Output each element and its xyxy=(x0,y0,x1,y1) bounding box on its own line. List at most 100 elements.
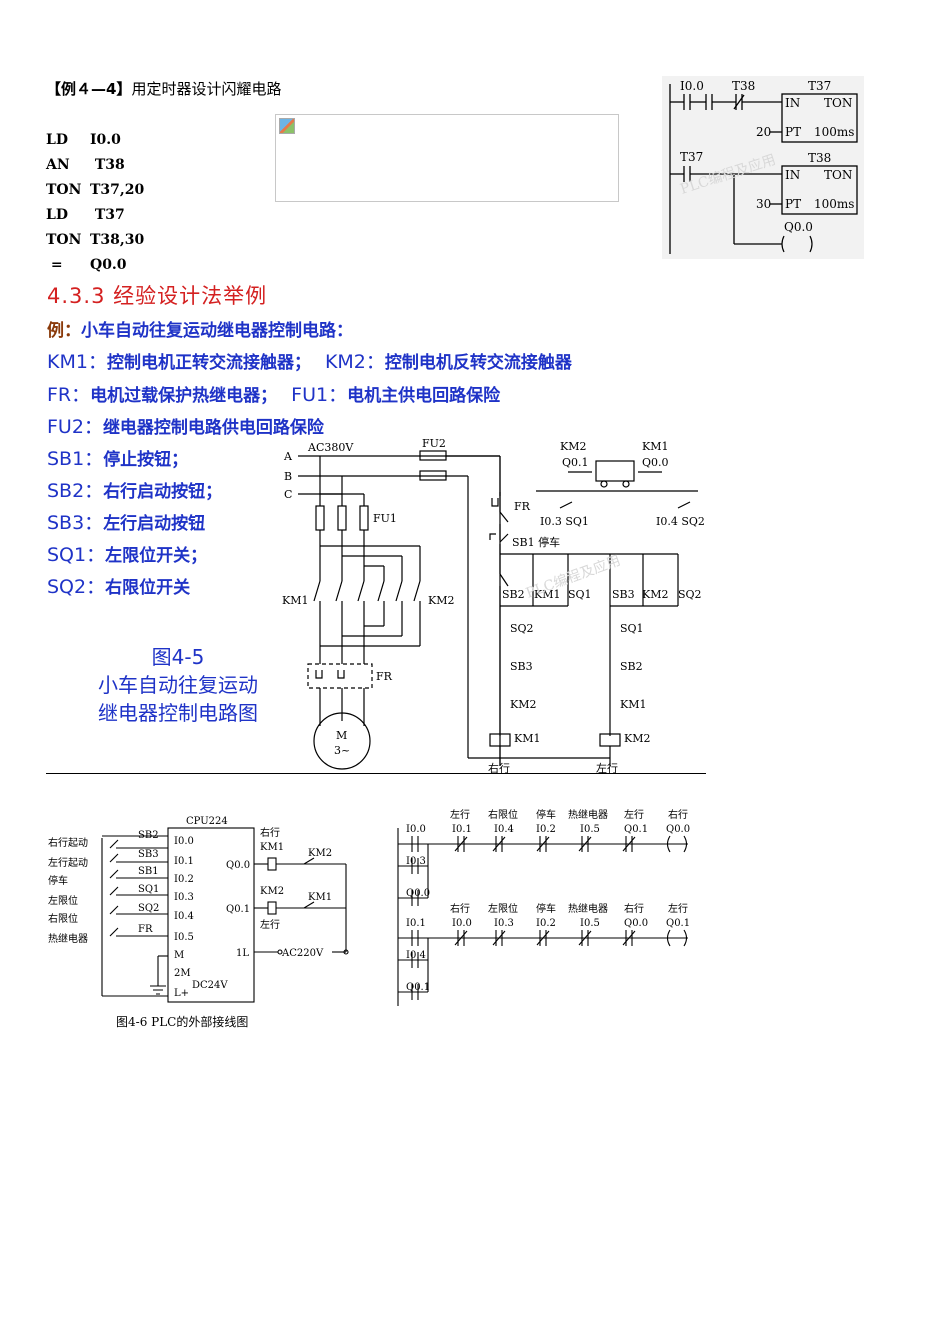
timer-type: TON xyxy=(824,168,852,182)
timer-name: T37 xyxy=(808,79,831,93)
km1-contact: KM1 xyxy=(534,588,560,601)
rung1-head: 左行 xyxy=(450,808,470,821)
rung1-addr: I0.5 xyxy=(580,824,600,835)
rung2-addr: Q0.1 xyxy=(666,918,690,929)
km1-coil: KM1 xyxy=(514,732,540,745)
ac-supply: AC220V xyxy=(281,948,324,959)
km2-label: KM2 xyxy=(428,594,454,607)
km1-interlock: KM1 xyxy=(620,698,646,711)
input-i00: I0.0 xyxy=(174,836,194,847)
figure-4-5-caption: 图4-5 小车自动往复运动 继电器控制电路图 xyxy=(98,645,258,725)
rung1-head: 右行 xyxy=(668,808,688,821)
desc-line: 例：小车自动往复运动继电器控制电路： xyxy=(47,321,353,341)
rung1-addr: I0.1 xyxy=(452,824,472,835)
cpu-model: CPU224 xyxy=(186,816,228,827)
sq2-contact: SQ2 xyxy=(678,588,702,601)
cart-q01: Q0.1 xyxy=(562,456,589,469)
sb3-label: SB3 xyxy=(612,588,635,601)
plc-wiring-diagram: CPU224 I0.0 I0.1 I0.2 I0.3 I0.4 I0.5 M 2… xyxy=(48,816,349,1029)
motor-phase: 3~ xyxy=(334,744,350,757)
rung2-head: 右行 xyxy=(624,902,644,915)
example-title: 用定时器设计闪耀电路 xyxy=(131,80,282,98)
rung1-addr: Q0.0 xyxy=(666,824,690,835)
rung2-head: 停车 xyxy=(536,902,556,915)
relay-circuit-diagram: A B C AC380V FU2 FU1 KM1 KM2 FR M 3~ KM2… xyxy=(282,437,705,775)
switch-label: SB3 xyxy=(138,849,159,860)
contact-label: I0.0 xyxy=(680,79,704,93)
rung2-left: Q0.1 xyxy=(406,982,430,993)
right-label: 右行 xyxy=(260,826,280,839)
sq2-series: SQ2 xyxy=(510,622,534,635)
supply-voltage: AC380V xyxy=(307,441,354,454)
km2-interlock: KM2 xyxy=(308,848,332,859)
rung1-left: Q0.0 xyxy=(406,888,430,899)
broken-image-icon xyxy=(279,118,295,134)
output-label: Q0.0 xyxy=(784,220,813,234)
timer-in: IN xyxy=(785,96,800,110)
rung2-addr: Q0.0 xyxy=(624,918,648,929)
divider xyxy=(46,773,706,774)
timer-base: 100ms xyxy=(814,125,854,139)
sq2-limit: I0.4 SQ2 xyxy=(656,515,705,528)
rung2-head: 左限位 xyxy=(488,902,518,915)
rung2-head: 右行 xyxy=(450,902,470,915)
cart-km1: KM1 xyxy=(642,440,668,453)
km2-interlock: KM2 xyxy=(510,698,536,711)
km1-coil: KM1 xyxy=(260,842,284,853)
code-line: LD T37 xyxy=(46,207,125,223)
switch-label: SQ2 xyxy=(138,903,159,914)
input-i05: I0.5 xyxy=(174,932,194,943)
sq1-series: SQ1 xyxy=(620,622,644,635)
km1-label: KM1 xyxy=(282,594,308,607)
rung1-head: 停车 xyxy=(536,808,556,821)
rung1-addr: Q0.1 xyxy=(624,824,648,835)
code-line: AN T38 xyxy=(46,157,125,173)
dc-supply: DC24V xyxy=(192,980,228,991)
input-i01: I0.1 xyxy=(174,856,194,867)
desc-line: SQ2：右限位开关 xyxy=(47,576,191,598)
left-label: 左行 xyxy=(260,918,280,931)
motor-label: M xyxy=(336,729,347,742)
rung1-left: I0.3 xyxy=(406,856,426,867)
phase-a: A xyxy=(283,450,293,463)
contact-label: T37 xyxy=(680,150,703,164)
broken-image-placeholder xyxy=(275,114,619,202)
contact-label: T38 xyxy=(732,79,755,93)
km1-interlock: KM1 xyxy=(308,892,332,903)
sb1-label: SB1 停车 xyxy=(512,535,560,549)
cart-q00: Q0.0 xyxy=(642,456,669,469)
km2-coil: KM2 xyxy=(260,886,284,897)
fr-label: FR xyxy=(376,670,393,683)
fu1-label: FU1 xyxy=(373,512,397,525)
rung1-addr: I0.4 xyxy=(494,824,514,835)
code-line: =Q0.0 xyxy=(46,257,127,273)
sb3-series: SB3 xyxy=(510,660,533,673)
switch-label: SQ1 xyxy=(138,884,159,895)
input-label: 右行起动 xyxy=(48,836,88,849)
preset-value: 20 xyxy=(756,125,771,139)
fu2-label: FU2 xyxy=(422,437,446,450)
switch-label: SB2 xyxy=(138,830,159,841)
timer-name: T38 xyxy=(808,151,831,165)
phase-b: B xyxy=(284,470,292,483)
km2-coil: KM2 xyxy=(624,732,650,745)
rung2-addr: I0.2 xyxy=(536,918,556,929)
terminal-lplus: L+ xyxy=(174,988,189,999)
input-label: 停车 xyxy=(48,874,68,887)
example-number: 【例４—4】 xyxy=(46,80,132,98)
figure-4-6-caption: 图4-6 PLC的外部接线图 xyxy=(116,1014,248,1029)
sb2-series: SB2 xyxy=(620,660,643,673)
timer-pt: PT xyxy=(785,197,801,211)
example-heading: 【例４—4】用定时器设计闪耀电路 xyxy=(46,78,281,99)
rung1-head: 右限位 xyxy=(488,808,518,821)
input-i03: I0.3 xyxy=(174,892,194,903)
rung1-head: 热继电器 xyxy=(568,808,608,821)
input-i02: I0.2 xyxy=(174,874,194,885)
desc-line: SQ1：左限位开关； xyxy=(47,544,208,566)
km2-contact: KM2 xyxy=(642,588,668,601)
desc-line: KM1：控制电机正转交流接触器；KM2：控制电机反转交流接触器 xyxy=(47,351,572,373)
terminal-1l: 1L xyxy=(236,948,249,959)
